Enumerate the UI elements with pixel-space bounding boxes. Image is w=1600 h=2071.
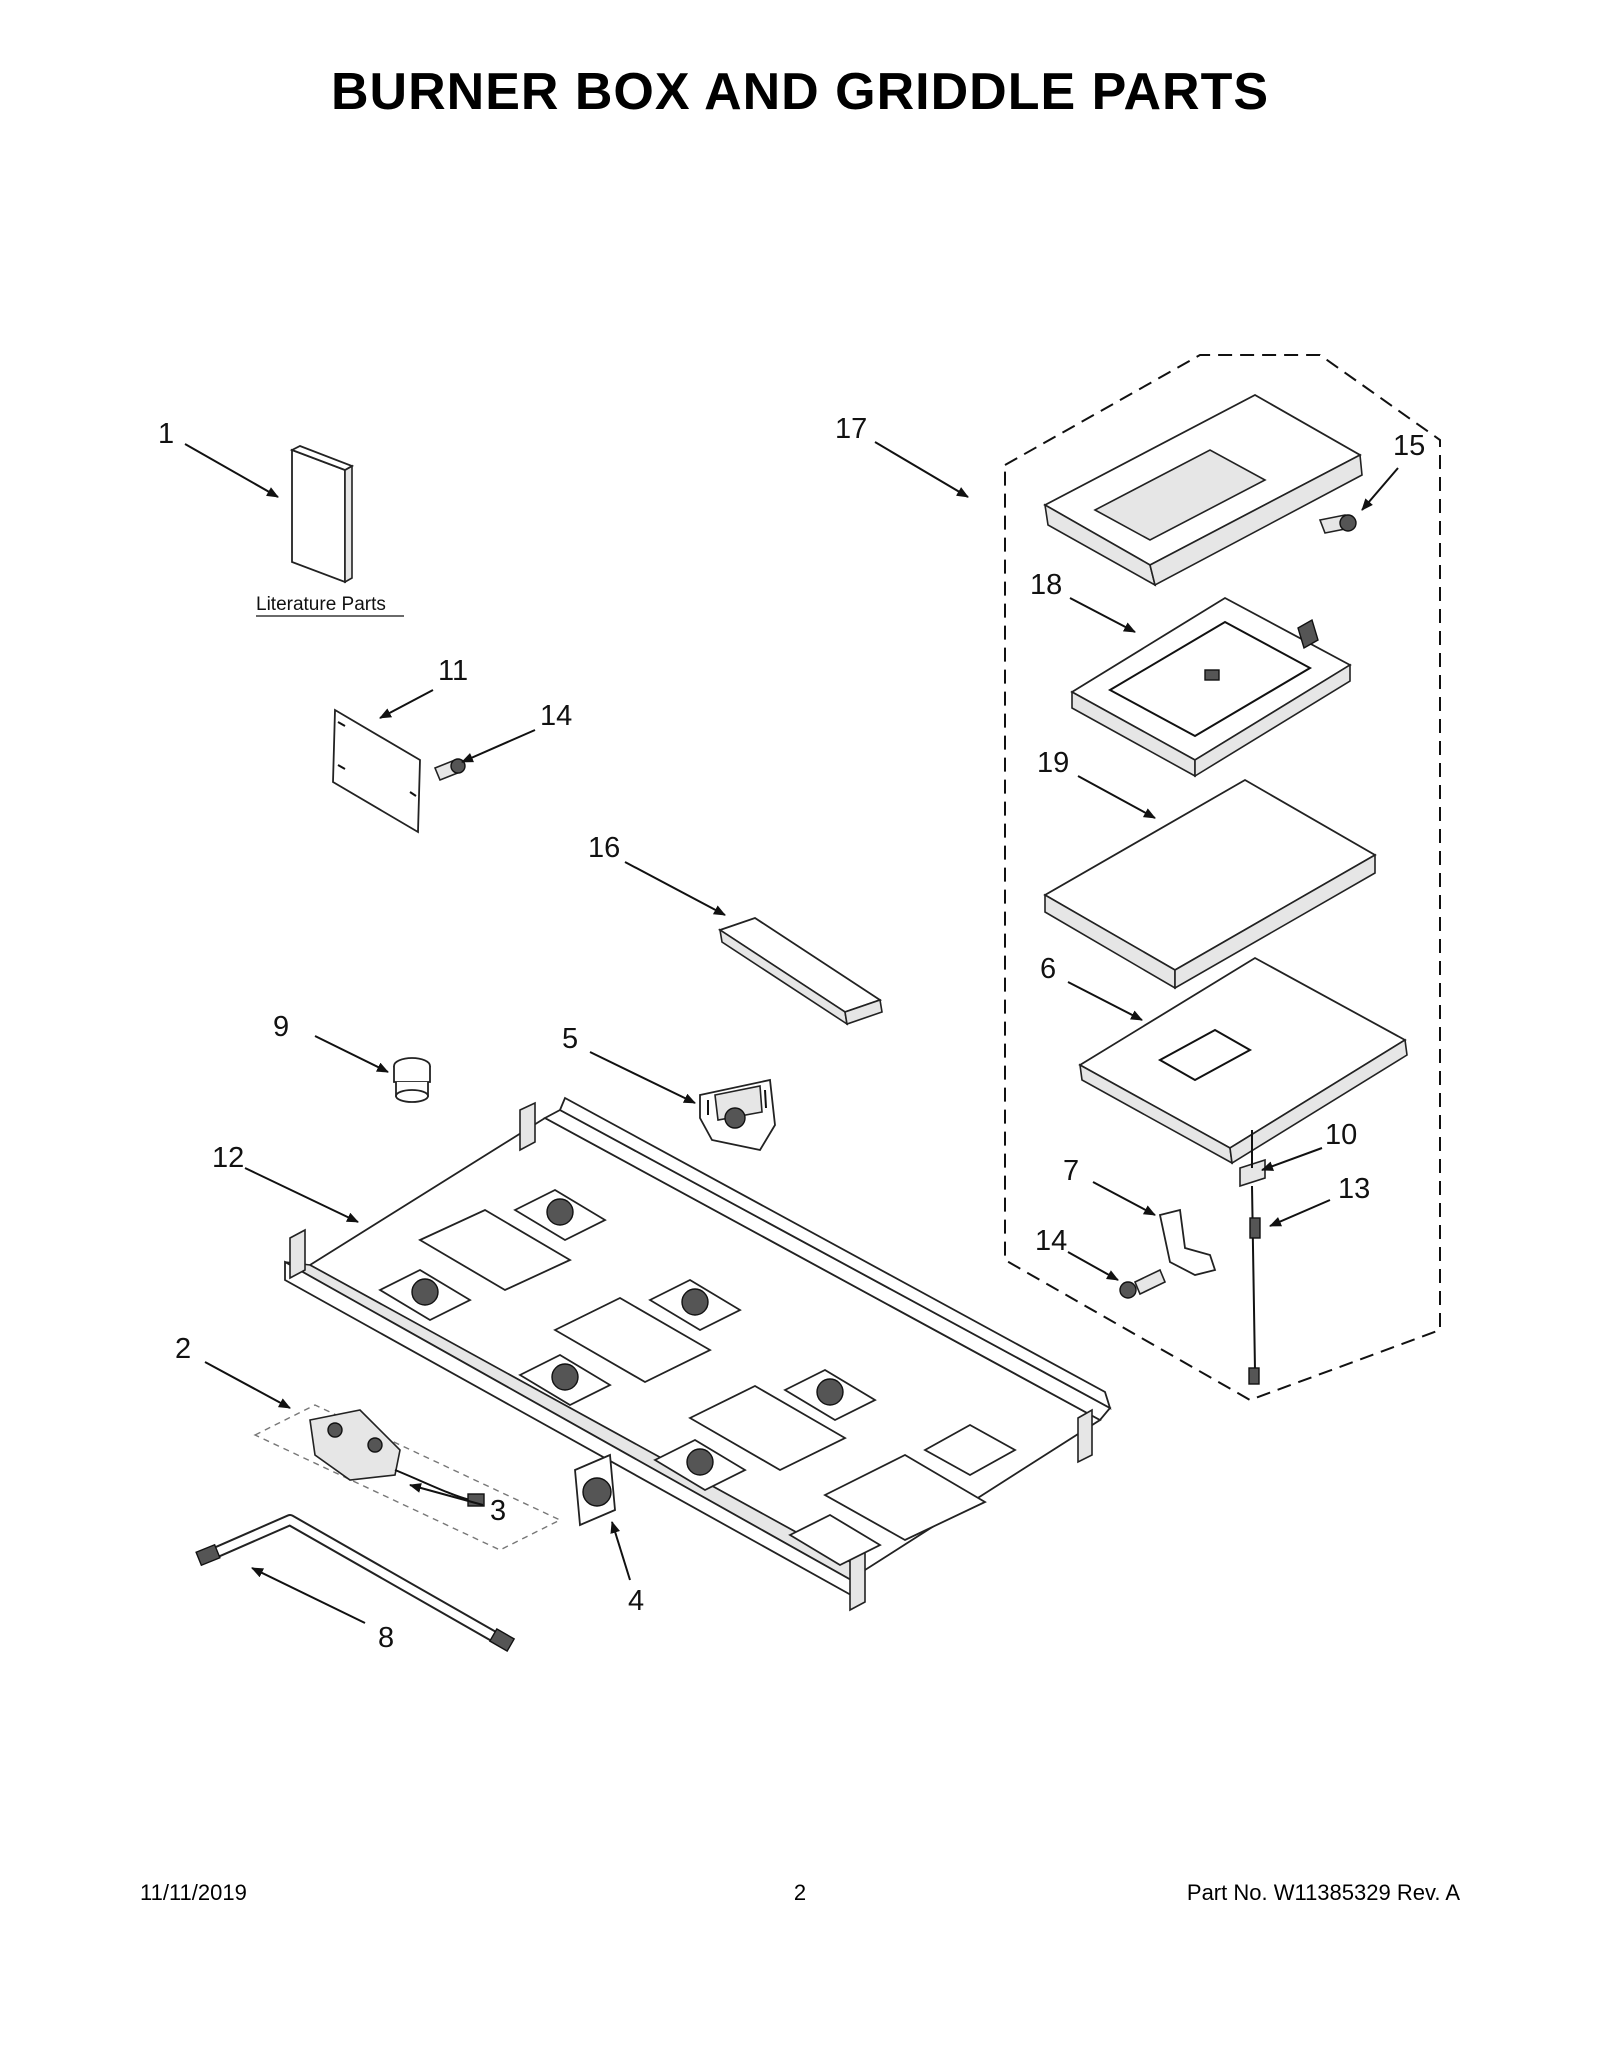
callout-3: 3 [490, 1495, 506, 1527]
bracket-plate [332, 708, 421, 834]
callout-8: 8 [378, 1622, 394, 1654]
griddle-plate [1043, 393, 1363, 587]
callout-12: 12 [212, 1142, 244, 1174]
screw-lower [1119, 1268, 1167, 1299]
sensor-bracket [1158, 1208, 1217, 1276]
footer-page-number: 2 [793, 1880, 807, 1905]
temperature-sensor [1239, 1130, 1266, 1385]
spark-module [699, 1078, 776, 1152]
callout-11: 11 [438, 655, 468, 687]
footer-part-number: Part No. W11385329 Rev. A [1186, 1880, 1460, 1905]
page-title: BURNER BOX AND GRIDDLE PARTS [330, 63, 1270, 121]
literature-parts-label: Literature Parts [256, 594, 386, 615]
callout-1: 1 [158, 418, 174, 450]
callout-10: 10 [1325, 1119, 1357, 1151]
callout-4: 4 [628, 1585, 644, 1617]
callout-16: 16 [588, 832, 620, 864]
griddle-pan [1078, 956, 1408, 1165]
leader-arrows [184, 441, 1399, 1624]
gas-manifold-tube [195, 1514, 516, 1653]
gas-fitting [393, 1057, 431, 1103]
callout-7: 7 [1063, 1155, 1079, 1187]
griddle-screw [1318, 514, 1357, 534]
griddle-assembly-outline [1004, 354, 1441, 1402]
callout-2: 2 [175, 1333, 191, 1365]
callout-13: 13 [1338, 1173, 1370, 1205]
insulation-pad [1043, 778, 1377, 990]
callout-5: 5 [562, 1023, 578, 1055]
heating-element-frame [1070, 596, 1352, 778]
burner-heads [411, 1198, 844, 1476]
valve-assembly [253, 1404, 562, 1551]
channel-bracket [717, 917, 883, 1026]
inlet-fitting [574, 1453, 616, 1527]
literature-parts [289, 445, 355, 584]
screw-upper [433, 758, 466, 782]
callout-9: 9 [273, 1011, 289, 1043]
callout-17: 17 [835, 413, 867, 445]
callout-19: 19 [1037, 747, 1069, 779]
burner-box [284, 1096, 1112, 1612]
callout-18: 18 [1030, 569, 1062, 601]
callout-14-upper: 14 [540, 700, 572, 732]
callout-15: 15 [1393, 430, 1425, 462]
footer-date: 11/11/2019 [140, 1880, 247, 1905]
callout-6: 6 [1040, 953, 1056, 985]
callout-14-lower: 14 [1035, 1225, 1067, 1257]
